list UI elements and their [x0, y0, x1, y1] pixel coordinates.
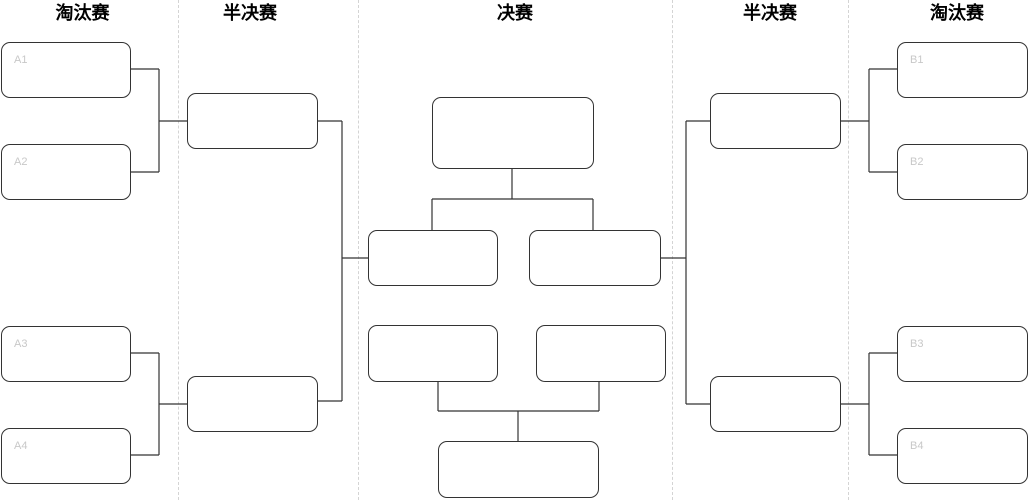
left-semifinal-slot-top[interactable]	[187, 93, 318, 149]
final-slot-right[interactable]	[529, 230, 661, 286]
left-knockout-header: 淘汰赛	[55, 3, 110, 24]
column-divider	[672, 0, 673, 500]
slot-label: B4	[910, 440, 924, 452]
slot-a3[interactable]: A3	[1, 326, 131, 382]
slot-a4[interactable]: A4	[1, 428, 131, 484]
slot-a2[interactable]: A2	[1, 144, 131, 200]
final-slot-left[interactable]	[368, 230, 498, 286]
slot-b2[interactable]: B2	[897, 144, 1028, 200]
third-place-slot-left[interactable]	[368, 325, 498, 382]
slot-b3[interactable]: B3	[897, 326, 1028, 382]
right-semifinal-slot-top[interactable]	[710, 93, 841, 149]
slot-label: A4	[14, 440, 28, 452]
right-semifinal-slot-bottom[interactable]	[710, 376, 841, 432]
slot-label: A1	[14, 54, 28, 66]
slot-label: B3	[910, 338, 924, 350]
slot-a1[interactable]: A1	[1, 42, 131, 98]
column-divider	[178, 0, 179, 500]
left-semifinal-slot-bottom[interactable]	[187, 376, 318, 432]
slot-label: A2	[14, 156, 28, 168]
slot-label: B1	[910, 54, 924, 66]
column-divider	[848, 0, 849, 500]
right-semifinal-header: 半决赛	[743, 3, 797, 24]
slot-label: A3	[14, 338, 28, 350]
champion-slot[interactable]	[432, 97, 594, 169]
slot-label: B2	[910, 156, 924, 168]
final-header: 决赛	[497, 3, 533, 24]
left-semifinal-header: 半决赛	[223, 3, 277, 24]
right-knockout-header: 淘汰赛	[930, 3, 984, 24]
third-place-winner-slot[interactable]	[438, 441, 599, 498]
column-divider	[358, 0, 359, 500]
third-place-slot-right[interactable]	[536, 325, 666, 382]
slot-b4[interactable]: B4	[897, 428, 1028, 484]
slot-b1[interactable]: B1	[897, 42, 1028, 98]
